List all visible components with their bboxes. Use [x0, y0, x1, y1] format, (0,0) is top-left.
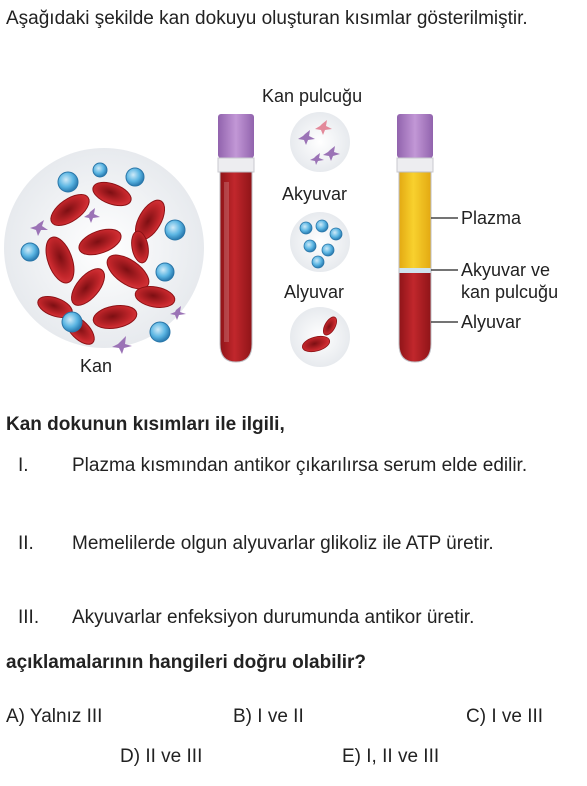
answer-prompt: açıklamalarının hangileri doğru olabilir… — [6, 652, 367, 673]
blood-label: Kan — [80, 356, 112, 376]
erythrocyte-label: Alyuvar — [284, 282, 344, 302]
option-e[interactable]: E) I, II ve III — [342, 746, 440, 767]
statement-number: III. — [18, 607, 40, 628]
leukocyte-circle — [290, 212, 350, 272]
whole-blood-tube — [217, 114, 255, 363]
buffy-coat-label-line1: Akyuvar ve — [461, 260, 550, 280]
separated-blood-tube — [396, 114, 434, 363]
option-b[interactable]: B) I ve II — [233, 706, 304, 727]
platelet-label: Kan pulcuğu — [262, 86, 362, 106]
leukocyte-label: Akyuvar — [282, 184, 347, 204]
rbc-layer-label: Alyuvar — [461, 312, 521, 332]
platelet-circle — [290, 112, 350, 172]
statement-text: Akyuvarlar enfeksiyon durumunda antikor … — [72, 607, 475, 628]
blood-tissue-figure: Kan Kan pulcuğu Akyuvar Alyuvar — [4, 86, 558, 376]
erythrocyte-circle — [290, 307, 350, 367]
statement-number: II. — [18, 533, 34, 554]
statement-text: Memelilerde olgun alyuvarlar glikoliz il… — [72, 533, 494, 554]
intro-text: Aşağıdaki şekilde kan dokuyu oluşturan k… — [6, 8, 528, 29]
option-d[interactable]: D) II ve III — [120, 746, 203, 767]
blood-sample-circle — [4, 148, 204, 354]
option-c[interactable]: C) I ve III — [466, 706, 544, 727]
buffy-coat-label-line2: kan pulcuğu — [461, 282, 558, 302]
statement-number: I. — [18, 455, 29, 476]
plasma-label: Plazma — [461, 208, 522, 228]
option-a[interactable]: A) Yalnız III — [6, 706, 103, 727]
question-stem: Kan dokunun kısımları ile ilgili, — [6, 414, 285, 435]
statement-text: Plazma kısmından antikor çıkarılırsa ser… — [72, 455, 528, 476]
